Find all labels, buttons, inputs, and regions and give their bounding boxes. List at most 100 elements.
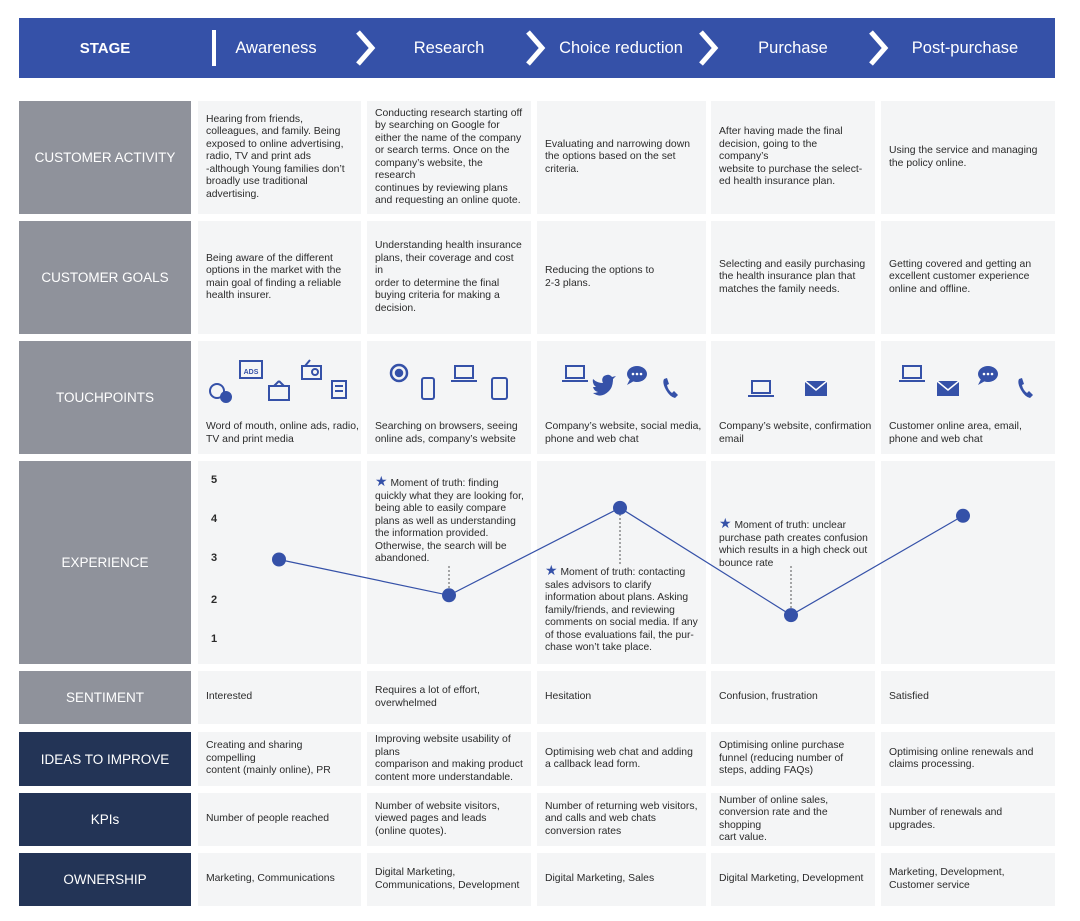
- email-icon: [804, 380, 828, 396]
- experience-cell: [537, 461, 706, 664]
- cell-text: Word of mouth, online ads, radio, TV and…: [206, 421, 359, 445]
- laptop-icon: [562, 365, 588, 382]
- cell-text: Digital Marketing, Sales: [545, 873, 655, 885]
- chevron-right-icon: [526, 30, 546, 66]
- sentiment-cell: Satisfied: [881, 671, 1055, 724]
- moment-of-truth-note: ★ Moment of truth: unclear purchase path…: [719, 515, 868, 570]
- chevron-right-icon: [356, 30, 376, 66]
- touchpoints-cell: Company’s website, social media, phone a…: [537, 341, 706, 454]
- note-text: Moment of truth: contacting sales adviso…: [545, 567, 698, 653]
- email-icon: [936, 380, 960, 396]
- stage-purchase: Purchase: [758, 38, 828, 57]
- sentiment-cell: Hesitation: [537, 671, 706, 724]
- cell-text: Reducing the options to 2-3 plans.: [545, 265, 655, 289]
- stage-choice-reduction: Choice reduction: [559, 38, 683, 57]
- header-divider: [212, 30, 216, 66]
- cell-text: Optimising online purchase funnel (reduc…: [719, 740, 845, 777]
- chrome-icon: [389, 363, 409, 383]
- chevron-right-icon: [869, 30, 889, 66]
- cell-text: Searching on browsers, seeing online ads…: [375, 421, 518, 445]
- radio-icon: [301, 359, 322, 380]
- experience-point-post-purchase: [956, 508, 970, 523]
- cell-text: After having made the final decision, go…: [719, 126, 863, 188]
- goals-cell: Understanding health insurance plans, th…: [367, 221, 531, 334]
- cell-text: Being aware of the different options in …: [206, 252, 342, 302]
- note-text: Moment of truth: unclear purchase path c…: [719, 520, 868, 569]
- sentiment-cell: Confusion, frustration: [711, 671, 875, 724]
- chevron-right-icon: [699, 30, 719, 66]
- experience-line: [278, 507, 964, 616]
- experience-point-research: [442, 588, 456, 603]
- cell-text: Interested: [206, 691, 253, 703]
- cell-text: Optimising online renewals and claims pr…: [889, 746, 1034, 771]
- star-icon: ★: [375, 473, 388, 489]
- experience-cell: [881, 461, 1055, 664]
- ownership-cell: Digital Marketing, Development: [711, 853, 875, 906]
- touchpoint-icons: ADS: [209, 359, 347, 403]
- experience-scale-label: 1: [211, 633, 218, 645]
- chat-icon: [978, 366, 998, 385]
- row-label-experience: EXPERIENCE: [19, 461, 191, 664]
- experience-point-choice-reduction: [613, 500, 627, 515]
- laptop-icon: [748, 380, 774, 397]
- ideas-cell: Optimising online renewals and claims pr…: [881, 732, 1055, 786]
- touchpoint-icons: [748, 380, 828, 397]
- row-label-ownership: OWNERSHIP: [19, 853, 191, 906]
- row-label-customer-activity: CUSTOMER ACTIVITY: [19, 101, 191, 214]
- ads-icon: ADS: [239, 360, 263, 379]
- cell-text: Requires a lot of effort, overwhelmed: [375, 685, 480, 709]
- cell-text: Getting covered and getting an excellent…: [889, 258, 1032, 295]
- touchpoints-cell: Customer online area, email, phone and w…: [881, 341, 1055, 454]
- touchpoints-cell: ADS Word of mouth, online ads, radio, TV…: [198, 341, 361, 454]
- activity-cell: Evaluating and narrowing down the option…: [537, 101, 706, 214]
- chat-icon: [627, 366, 647, 385]
- sentiment-cell: Interested: [198, 671, 361, 724]
- moment-of-truth-note: ★ Moment of truth: contacting sales advi…: [545, 562, 698, 655]
- cell-text: Number of website visitors, viewed pages…: [375, 800, 500, 837]
- cell-text: Number of renewals and upgrades.: [889, 807, 1003, 831]
- ads-text: ADS: [244, 369, 259, 376]
- stage-header: STAGE Awareness Research Choice reductio…: [19, 18, 1055, 78]
- cell-text: Conducting research starting off by sear…: [375, 107, 523, 207]
- cell-text: Optimising web chat and adding a callbac…: [545, 746, 693, 771]
- row-label-sentiment: SENTIMENT: [19, 671, 191, 724]
- cell-text: Company’s website, confirmation email: [719, 421, 872, 445]
- kpis-cell: Number of website visitors, viewed pages…: [367, 793, 531, 846]
- ownership-cell: Digital Marketing, Sales: [537, 853, 706, 906]
- stage-post-purchase: Post-purchase: [911, 38, 1019, 57]
- cell-text: Digital Marketing, Communications, Devel…: [375, 867, 520, 891]
- activity-cell: Conducting research starting off by sear…: [367, 101, 531, 214]
- experience-scale-label: 3: [211, 552, 218, 564]
- experience-cell: [711, 461, 875, 664]
- kpis-cell: Number of renewals and upgrades.: [881, 793, 1055, 846]
- ownership-cell: Marketing, Development, Customer service: [881, 853, 1055, 906]
- twitter-icon: [592, 374, 616, 396]
- laptop-icon: [899, 365, 925, 382]
- ideas-cell: Optimising online purchase funnel (reduc…: [711, 732, 875, 786]
- cell-text: Marketing, Development, Customer service: [889, 867, 1005, 891]
- goals-cell: Getting covered and getting an excellent…: [881, 221, 1055, 334]
- phone-icon: [663, 378, 678, 398]
- touchpoint-icons: [562, 365, 678, 398]
- star-icon: ★: [545, 562, 558, 578]
- kpis-cell: Number of people reached: [198, 793, 361, 846]
- kpis-cell: Number of returning web visitors, and ca…: [537, 793, 706, 846]
- ownership-cell: Digital Marketing, Communications, Devel…: [367, 853, 531, 906]
- cell-text: Hearing from friends, colleagues, and fa…: [206, 113, 345, 200]
- cell-text: Satisfied: [889, 691, 929, 703]
- cell-text: Selecting and easily purchasing the heal…: [719, 258, 866, 295]
- ideas-cell: Optimising web chat and adding a callbac…: [537, 732, 706, 786]
- touchpoint-icons: [899, 365, 1033, 398]
- mobile-icon: [421, 377, 435, 400]
- cell-text: Confusion, frustration: [719, 691, 818, 703]
- chat-bubbles-icon: [209, 383, 232, 403]
- cell-text: Number of online sales, conversion rate …: [719, 794, 829, 844]
- experience-scale-label: 5: [211, 474, 218, 486]
- star-icon: ★: [719, 515, 732, 531]
- cell-text: Improving website usability of plans com…: [375, 734, 523, 783]
- cell-text: Number of people reached: [206, 813, 330, 825]
- activity-cell: Using the service and managing the polic…: [881, 101, 1055, 214]
- moment-of-truth-note: ★ Moment of truth: finding quickly what …: [375, 473, 524, 566]
- cell-text: Creating and sharing compelling content …: [206, 740, 331, 777]
